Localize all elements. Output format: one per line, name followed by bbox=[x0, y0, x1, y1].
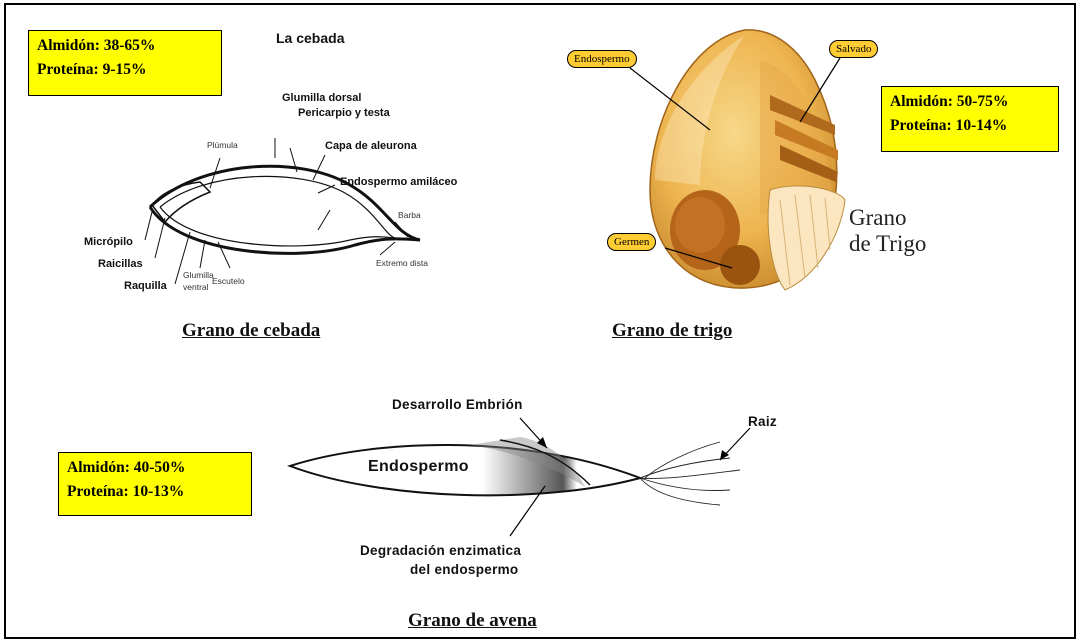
label-aleurona: Capa de aleurona bbox=[325, 140, 417, 152]
label-glumilla-ventral-2: ventral bbox=[183, 282, 209, 292]
barley-protein: Proteína: 9-15% bbox=[37, 58, 213, 82]
label-wheat-germen: Germen bbox=[607, 233, 656, 251]
label-raicillas: Raicillas bbox=[98, 258, 143, 270]
oat-composition-box: Almidón: 40-50% Proteína: 10-13% bbox=[58, 452, 252, 516]
wheat-name-line1: Grano bbox=[849, 205, 906, 231]
wheat-composition-box: Almidón: 50-75% Proteína: 10-14% bbox=[881, 86, 1059, 152]
label-endospermo-amilaceo: Endospermo amiláceo bbox=[340, 176, 457, 188]
barley-caption: Grano de cebada bbox=[182, 320, 320, 342]
label-pericarpio: Pericarpio y testa bbox=[298, 107, 390, 119]
label-glumilla-dorsal: Glumilla dorsal bbox=[282, 92, 361, 104]
wheat-grain-drawing bbox=[630, 30, 845, 290]
label-plumula: Plúmula bbox=[207, 140, 238, 150]
wheat-caption: Grano de trigo bbox=[612, 320, 732, 342]
wheat-name-line2: de Trigo bbox=[849, 231, 926, 257]
label-glumilla-ventral-1: Glumilla bbox=[183, 270, 214, 280]
label-raquilla: Raquilla bbox=[124, 280, 167, 292]
wheat-starch: Almidón: 50-75% bbox=[890, 90, 1050, 114]
label-extremo-dista: Extremo dista bbox=[376, 258, 428, 268]
wheat-protein: Proteína: 10-14% bbox=[890, 114, 1050, 138]
label-micropilo: Micrópilo bbox=[84, 236, 133, 248]
label-raiz: Raiz bbox=[748, 414, 777, 429]
label-desarrollo-embrion: Desarrollo Embrión bbox=[392, 397, 523, 412]
oat-protein: Proteína: 10-13% bbox=[67, 480, 243, 504]
label-degradacion-2: del endospermo bbox=[410, 562, 518, 577]
label-barba: Barba bbox=[398, 210, 421, 220]
label-escutelo: Escutelo bbox=[212, 276, 245, 286]
oat-grain-drawing bbox=[290, 418, 750, 536]
barley-composition-box: Almidón: 38-65% Proteína: 9-15% bbox=[28, 30, 222, 96]
label-wheat-salvado: Salvado bbox=[829, 40, 878, 58]
label-oat-endospermo: Endospermo bbox=[368, 458, 469, 476]
barley-title: La cebada bbox=[276, 30, 344, 46]
label-wheat-endospermo: Endospermo bbox=[567, 50, 637, 68]
label-degradacion-1: Degradación enzimatica bbox=[360, 543, 521, 558]
oat-caption: Grano de avena bbox=[408, 610, 537, 632]
barley-starch: Almidón: 38-65% bbox=[37, 34, 213, 58]
oat-starch: Almidón: 40-50% bbox=[67, 456, 243, 480]
